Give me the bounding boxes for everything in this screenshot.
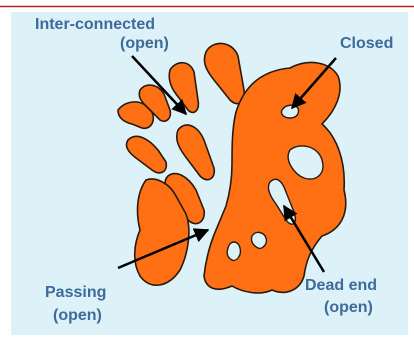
label-dead-end-line2: (open) <box>324 299 373 316</box>
label-interconnected-line2: (open) <box>120 35 169 52</box>
label-interconnected-line1: Inter-connected <box>35 16 155 33</box>
closed-pore <box>281 105 298 118</box>
label-passing-line1: Passing <box>45 284 106 301</box>
label-passing-line2: (open) <box>53 307 102 324</box>
isolated-pore-left <box>227 242 240 260</box>
label-closed: Closed <box>340 35 393 52</box>
label-dead-end-line1: Dead end <box>305 277 377 294</box>
